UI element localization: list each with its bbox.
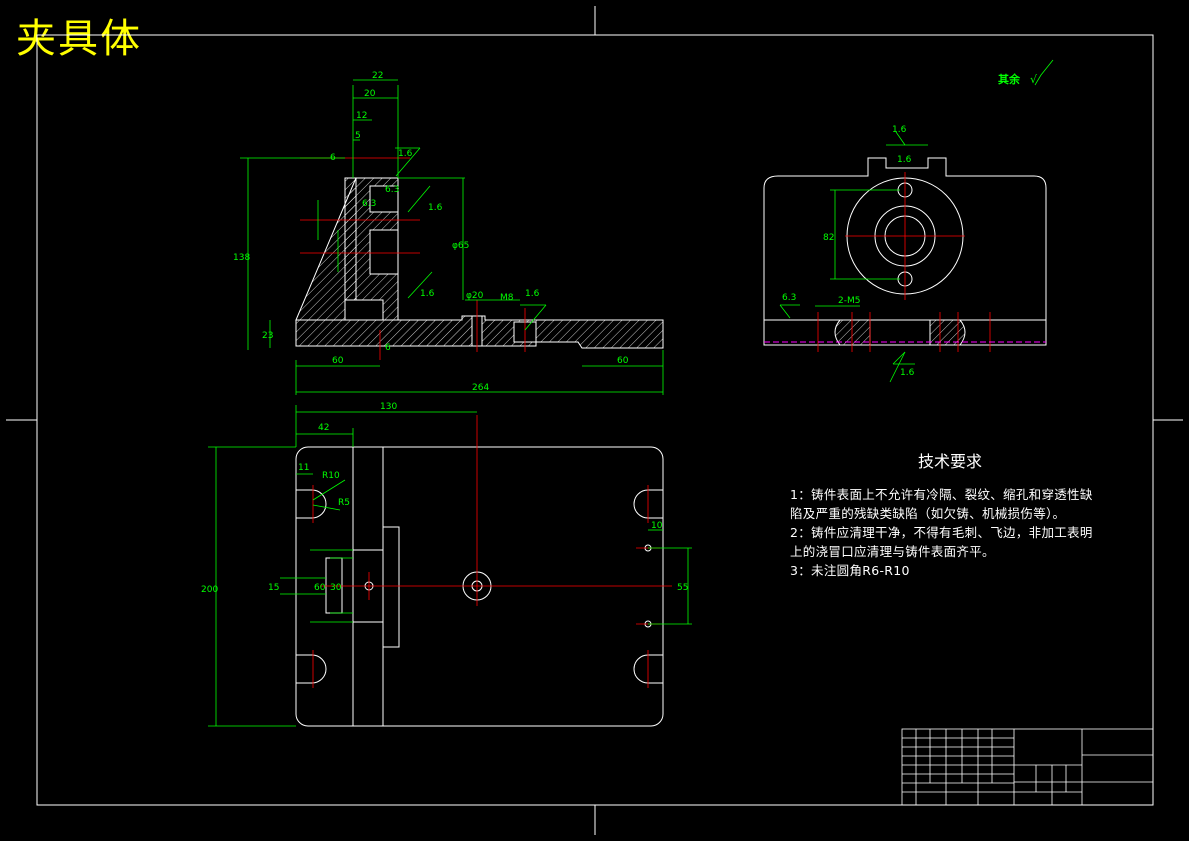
plan-dimension-labels: 130 42 11 R10 R5 200 15 60 30 10 55	[201, 402, 688, 595]
dim-m8: M8	[500, 293, 514, 303]
dim-60-plan: 60	[314, 583, 326, 593]
tech-requirement-line: 3：未注圆角R6-R10	[790, 563, 910, 578]
sheet-border	[6, 6, 1183, 835]
dim-r5: R5	[338, 498, 350, 508]
side-roughness-a: 1.6	[892, 125, 907, 135]
dim-15: 15	[268, 583, 279, 593]
roughness-1-6-d: 1.6	[525, 289, 540, 299]
plan-dimension-lines	[208, 405, 692, 727]
dim-22: 22	[372, 71, 383, 81]
dim-200: 200	[201, 585, 218, 595]
surface-note-symbol: √	[1030, 73, 1038, 86]
dim-23: 23	[262, 331, 273, 341]
front-dimension-labels: 22 20 12 5 6 1.6 6.3 6.3 1.6 1.6 1.6 6 φ…	[233, 71, 629, 393]
dim-60-right: 60	[617, 356, 629, 366]
dim-30: 30	[330, 583, 342, 593]
dim-10: 10	[651, 521, 663, 531]
dim-138: 138	[233, 253, 250, 263]
roughness-1-6-a: 1.6	[398, 149, 413, 159]
tech-requirement-line: 2：铸件应清理干净，不得有毛刺、飞边，非加工表明	[790, 525, 1093, 540]
roughness-6-3-b: 6.3	[362, 199, 376, 209]
plan-center-lines	[312, 415, 672, 688]
plan-view	[295, 446, 664, 727]
dim-60-left: 60	[332, 356, 344, 366]
side-view-hatch	[834, 319, 966, 346]
tech-requirement-line: 1：铸件表面上不允许有冷隔、裂纹、缩孔和穿透性缺	[790, 487, 1093, 502]
dim-82: 82	[823, 233, 834, 243]
side-dimension-lines	[779, 59, 1054, 383]
tech-requirement-line: 陷及严重的残缺类缺陷（如欠铸、机械损伤等）。	[790, 506, 1066, 521]
front-dimension-lines	[240, 79, 664, 395]
roughness-1-6-b: 1.6	[428, 203, 443, 213]
surface-note: 其余	[998, 72, 1021, 86]
tech-requirement-line: 上的浇冒口应清理与铸件表面齐平。	[790, 544, 995, 559]
dim-6: 6	[330, 153, 336, 163]
side-center-lines	[817, 172, 991, 352]
dim-phi65: φ65	[452, 241, 469, 251]
dim-42: 42	[318, 423, 329, 433]
dim-55: 55	[677, 583, 688, 593]
title-block	[901, 728, 1154, 806]
dim-phi20: φ20	[466, 291, 484, 301]
dim-2-m5: 2-M5	[838, 296, 860, 306]
side-roughness-b: 1.6	[897, 155, 912, 165]
dim-130: 130	[380, 402, 397, 412]
dim-11: 11	[298, 463, 309, 473]
roughness-6-3-a: 6.3	[385, 185, 399, 195]
side-dimension-labels: 1.6 1.6 82 6.3 2-M5 1.6	[782, 125, 915, 378]
tech-requirements-heading: 技术要求	[918, 452, 983, 471]
dim-r10: R10	[322, 471, 340, 481]
dim-20: 20	[364, 89, 376, 99]
side-roughness-6-3: 6.3	[782, 293, 796, 303]
dim-6-b: 6	[385, 343, 391, 353]
dim-5: 5	[355, 131, 361, 141]
dim-12: 12	[356, 111, 367, 121]
roughness-1-6-c: 1.6	[420, 289, 435, 299]
side-roughness-1-6: 1.6	[900, 368, 915, 378]
dim-264: 264	[472, 383, 489, 393]
